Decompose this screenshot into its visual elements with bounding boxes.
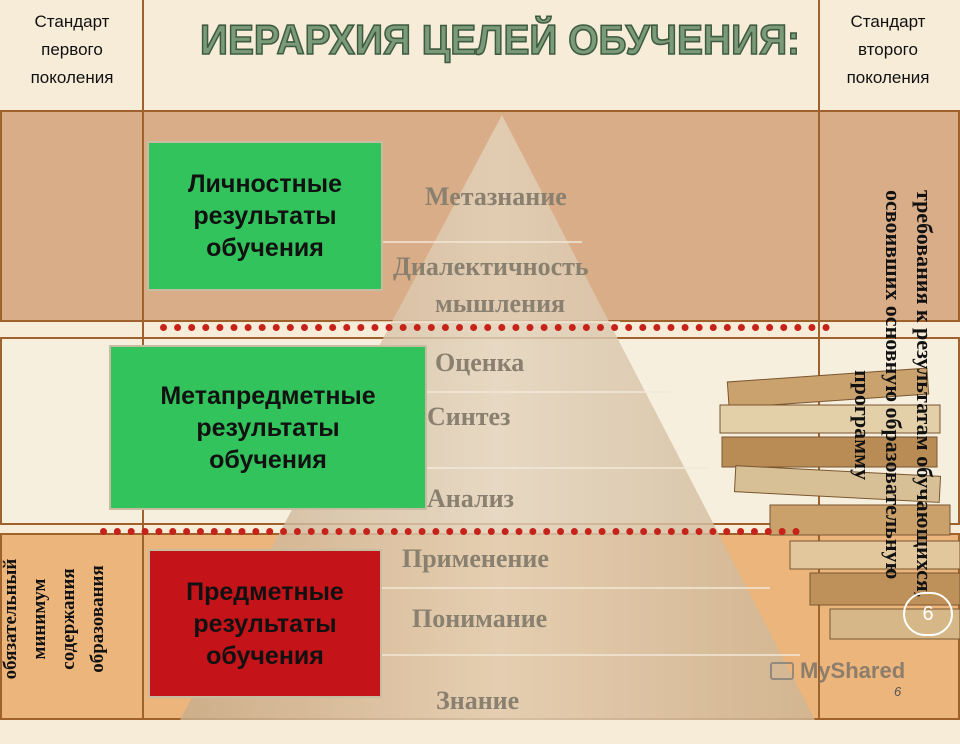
tier-analysis: Анализ xyxy=(427,484,515,513)
title-text: ИЕРАРХИЯ ЦЕЛЕЙ ОБУЧЕНИЯ: xyxy=(200,15,800,63)
presentation-icon xyxy=(770,662,794,680)
left-vertical-caption: обязательный минимум содержания образова… xyxy=(0,558,108,680)
personal-results-box: Личностные результаты обучения xyxy=(147,141,383,291)
tier-thinking: мышления xyxy=(435,289,566,318)
slide-number-badge: 6 xyxy=(903,592,953,636)
tier-synthesis: Синтез xyxy=(427,402,511,431)
metasubject-results-box: Метапредметные результаты обучения xyxy=(109,345,427,510)
right-vertical-caption: требования к результатам обучающихся, ос… xyxy=(850,190,937,598)
tier-evaluation: Оценка xyxy=(435,348,525,377)
right-column-divider xyxy=(818,0,820,720)
tier-knowledge: Знание xyxy=(436,686,520,715)
subject-results-box: Предметные результаты обучения xyxy=(148,549,382,698)
dotted-separator-bottom xyxy=(100,528,800,535)
watermark: MyShared xyxy=(770,658,905,684)
dotted-separator-top xyxy=(160,324,830,331)
page-title: ИЕРАРХИЯ ЦЕЛЕЙ ОБУЧЕНИЯ: xyxy=(199,14,801,64)
slide-number: 6 xyxy=(894,684,902,699)
tier-understanding: Понимание xyxy=(412,604,548,633)
first-generation-standard-label: Стандарт первого поколения xyxy=(30,12,114,87)
second-generation-standard-label: Стандарт второго поколения xyxy=(846,12,930,87)
tier-metaknowledge: Метазнание xyxy=(425,182,567,211)
tier-application: Применение xyxy=(402,544,549,573)
tier-dialectical: Диалектичность xyxy=(393,252,589,281)
